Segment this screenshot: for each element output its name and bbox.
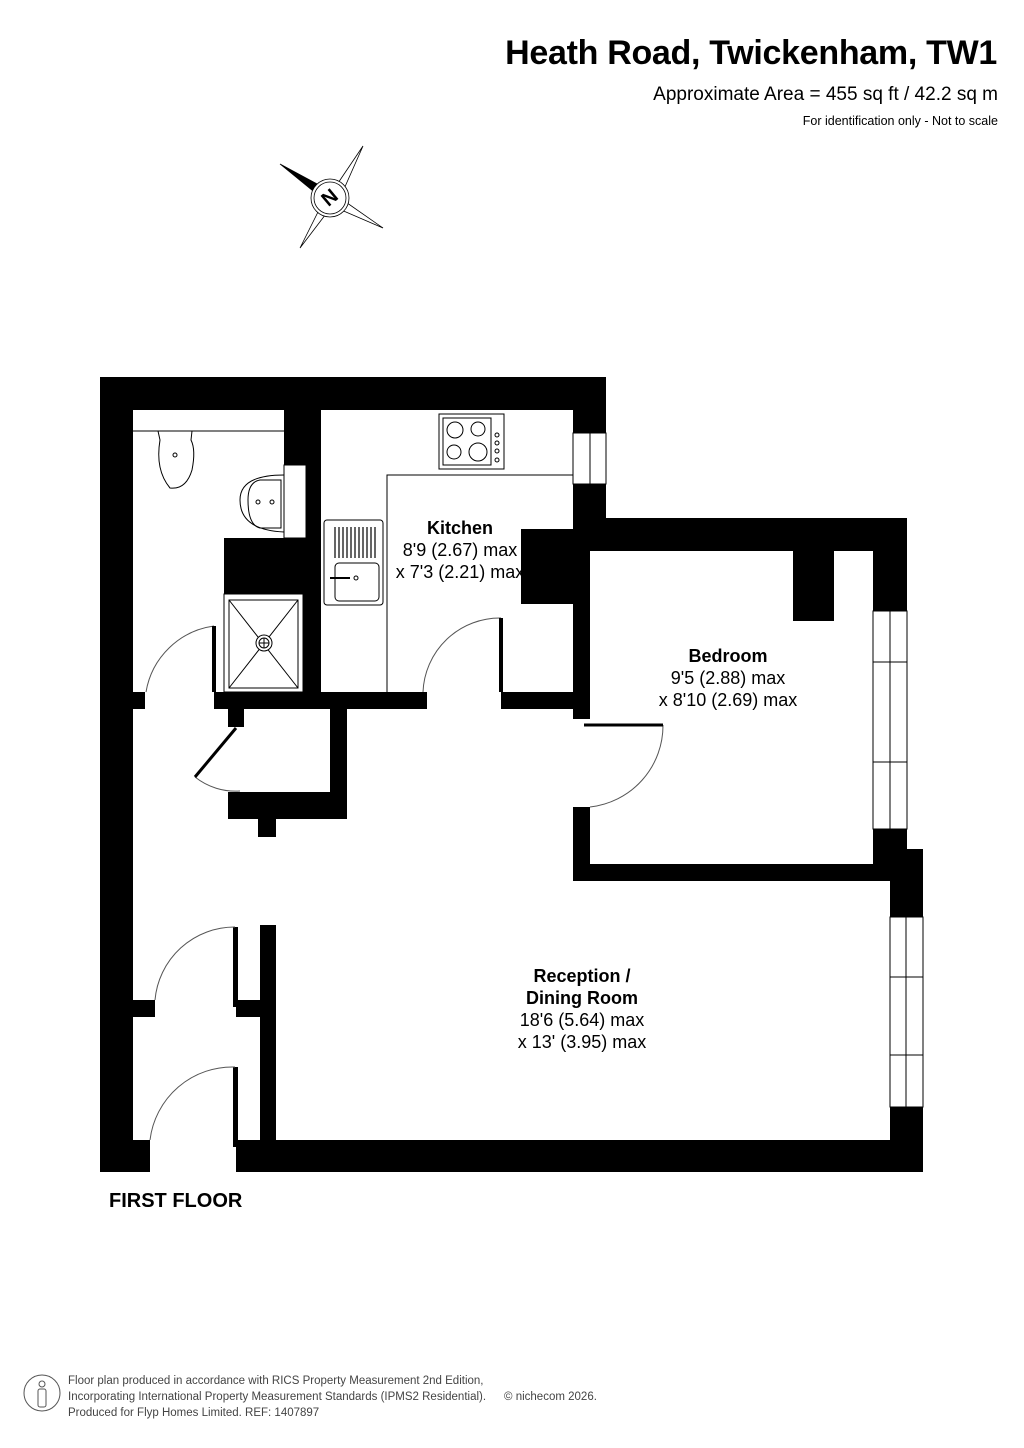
room-dimension: x 8'10 (2.69) max [658, 690, 798, 710]
walls [100, 377, 923, 1172]
copyright: © nichecom 2026. [504, 1391, 597, 1403]
footer-line-1: Floor plan produced in accordance with R… [68, 1375, 484, 1387]
scale-disclaimer: For identification only - Not to scale [802, 114, 998, 128]
room-name: Reception / [533, 966, 631, 986]
room-dimension: 18'6 (5.64) max [519, 1010, 645, 1030]
room-label-kitchen: Kitchen 8'9 (2.67) max x 7'3 (2.21) max [380, 517, 540, 583]
property-title: Heath Road, Twickenham, TW1 [505, 34, 997, 72]
footer-line-2: Incorporating International Property Mea… [68, 1391, 597, 1403]
door-swings [145, 617, 664, 1141]
room-dimension: x 7'3 (2.21) max [395, 562, 525, 582]
floor-label: FIRST FLOOR [109, 1190, 243, 1212]
room-name: Kitchen [426, 518, 493, 538]
room-name: Bedroom [688, 646, 768, 666]
fixtures [133, 413, 573, 693]
room-dimension: 9'5 (2.88) max [670, 668, 786, 688]
approximate-area: Approximate Area = 455 sq ft / 42.2 sq m [653, 84, 998, 105]
room-label-bedroom: Bedroom 9'5 (2.88) max x 8'10 (2.69) max [628, 645, 828, 711]
compass-north-icon: N [279, 145, 384, 249]
room-name-line2: Dining Room [526, 988, 638, 1008]
footer-line-3: Produced for Flyp Homes Limited. REF: 14… [68, 1407, 320, 1419]
room-dimension: x 13' (3.95) max [517, 1032, 647, 1052]
room-dimension: 8'9 (2.67) max [402, 540, 518, 560]
room-label-reception: Reception / Dining Room 18'6 (5.64) max … [482, 965, 682, 1053]
windows [572, 432, 924, 1108]
footer-disclaimer: Floor plan produced in accordance with R… [68, 1373, 597, 1421]
person-icon [23, 1374, 61, 1412]
